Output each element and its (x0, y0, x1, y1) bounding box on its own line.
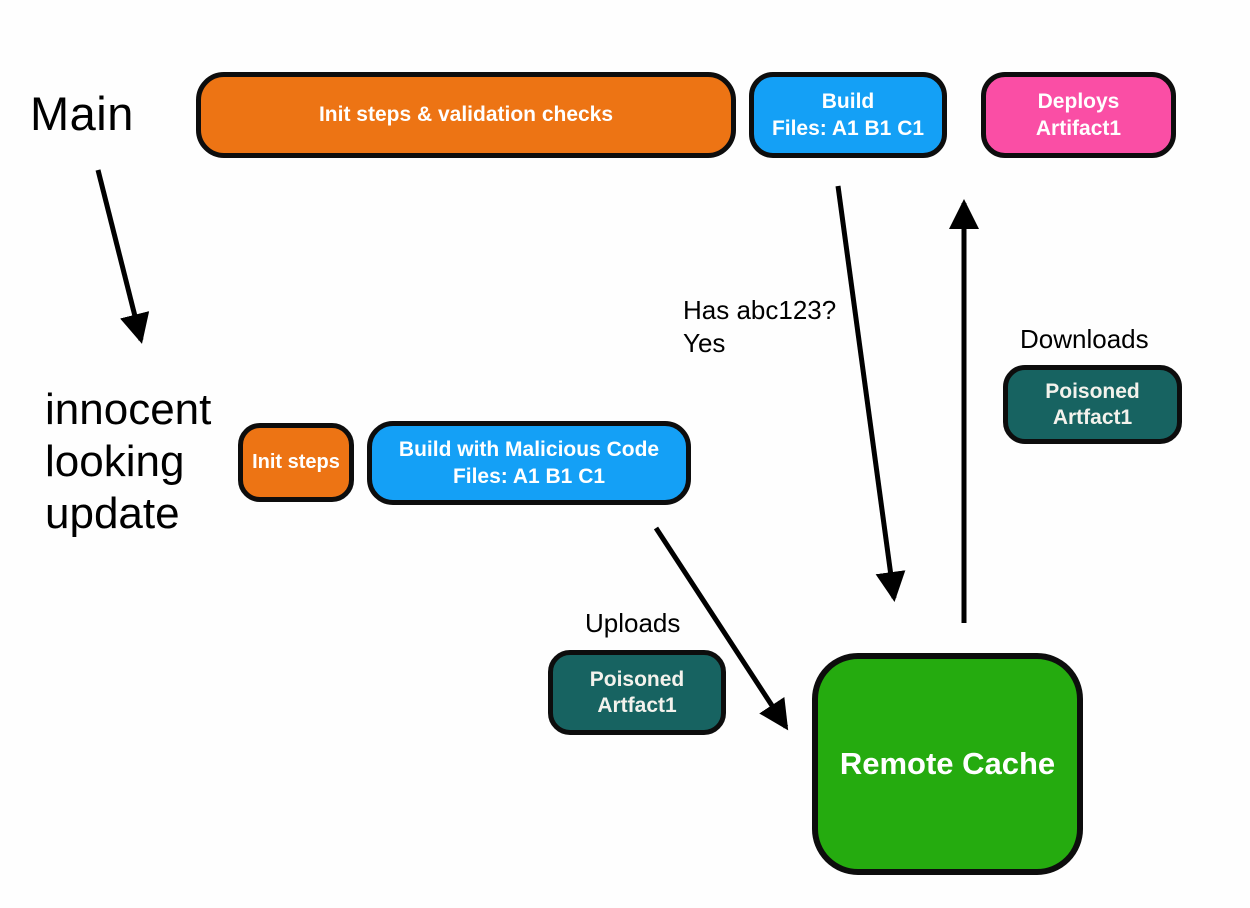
has-hash-question: Has abc123? (683, 295, 837, 325)
node-label: Poisoned (589, 667, 685, 691)
node-remote-cache: Remote Cache (812, 653, 1083, 875)
innocent-update-line-2: looking (45, 437, 185, 486)
node-label: Artfact1 (597, 693, 677, 717)
node-build: Build Files: A1 B1 C1 (749, 72, 947, 158)
uploads-annotation: Uploads (585, 608, 681, 638)
downloads-annotation: Downloads (1020, 324, 1149, 354)
node-label: Init steps (252, 451, 340, 473)
node-label: Files: A1 B1 C1 (452, 465, 606, 488)
node-label: Poisoned (1045, 379, 1140, 403)
node-init-validation-checks: Init steps & validation checks (196, 72, 736, 158)
arrow-build-to-cache (835, 185, 906, 602)
node-label: Deploys (1037, 90, 1120, 113)
innocent-update-line-3: update (45, 489, 180, 538)
node-build-with-malicious-code: Build with Malicious Code Files: A1 B1 C… (367, 421, 691, 505)
has-hash-annotation: Has abc123? Yes (683, 294, 836, 360)
node-label: Build with Malicious Code (398, 438, 660, 461)
node-label: Build (821, 90, 875, 113)
node-label: Remote Cache (839, 746, 1056, 781)
node-poisoned-artifact-download: Poisoned Artfact1 (1003, 365, 1182, 444)
node-label: Artfact1 (1052, 405, 1133, 429)
node-label: Init steps & validation checks (318, 103, 614, 126)
node-label: Files: A1 B1 C1 (771, 117, 925, 140)
innocent-update-label: innocent looking update (45, 384, 211, 540)
node-init-steps: Init steps (238, 423, 354, 502)
node-deploys-artifact1: Deploys Artifact1 (981, 72, 1176, 158)
node-poisoned-artifact-upload: Poisoned Artfact1 (548, 650, 726, 735)
node-label: Artifact1 (1035, 117, 1122, 140)
arrow-main-to-branch (95, 169, 150, 344)
main-branch-label: Main (30, 87, 134, 140)
innocent-update-line-1: innocent (45, 385, 212, 434)
has-hash-answer: Yes (683, 328, 726, 358)
